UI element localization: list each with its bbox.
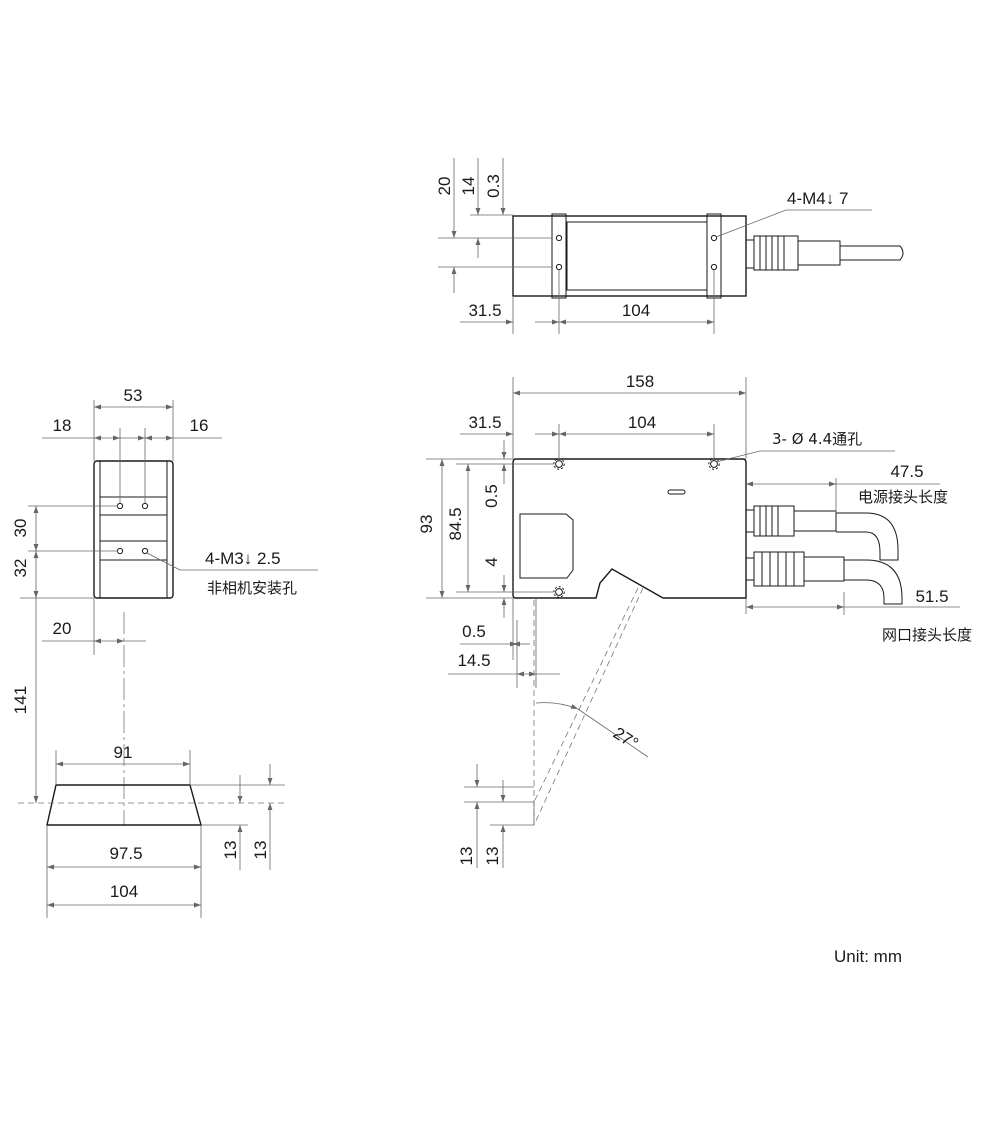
- dim-0-3: 0.3: [484, 174, 503, 198]
- top-view-inner-panel: [566, 221, 708, 291]
- dim-31-5: 31.5: [468, 301, 501, 320]
- dim-0-5: 0.5: [482, 484, 501, 508]
- dim-32: 32: [11, 559, 30, 578]
- mount-hole: [710, 263, 718, 271]
- dim-30: 30: [11, 519, 30, 538]
- dim-93: 93: [417, 515, 436, 534]
- dim-31-5: 31.5: [468, 413, 501, 432]
- dim-13: 13: [483, 847, 502, 866]
- top-view: 20 14 0.3 31.5 104 4-M4↓ 7: [435, 158, 904, 334]
- unit-label: Unit: mm: [834, 947, 902, 966]
- bottom-view: 91 97.5 104 13 13: [18, 743, 285, 918]
- dim-18: 18: [53, 416, 72, 435]
- mount-hole: [141, 547, 149, 555]
- power-connector-length-label: 电源接头长度: [858, 488, 948, 506]
- network-connector-length-label: 网口接头长度: [882, 626, 972, 644]
- top-view-connector: [745, 235, 904, 271]
- dim-0-5: 0.5: [462, 622, 486, 641]
- dim-20: 20: [435, 177, 454, 196]
- dim-14-5: 14.5: [457, 651, 490, 670]
- dim-53: 53: [124, 386, 143, 405]
- callout-m3: 4-M3↓ 2.5: [205, 549, 281, 568]
- dim-16: 16: [190, 416, 209, 435]
- dim-158: 158: [626, 372, 654, 391]
- mount-hole: [116, 547, 124, 555]
- dim-20: 20: [53, 619, 72, 638]
- indicator-led: [667, 489, 686, 495]
- dim-47-5: 47.5: [890, 462, 923, 481]
- mount-hole: [141, 502, 149, 510]
- dim-51-5: 51.5: [915, 587, 948, 606]
- dim-141: 141: [11, 686, 30, 714]
- callout-m4: 4-M4↓ 7: [787, 189, 848, 208]
- mount-hole: [555, 263, 563, 271]
- dim-angle-27: 27°: [610, 723, 642, 753]
- dim-13: 13: [221, 841, 240, 860]
- mount-hole: [710, 234, 718, 242]
- through-hole: [555, 460, 563, 468]
- network-connector: [745, 551, 903, 605]
- dim-104: 104: [628, 413, 656, 432]
- end-view-body: [93, 460, 174, 599]
- left-view: 53 18 16 30 32 20 141 4-M3↓ 2.5 非相机安装孔: [11, 386, 318, 826]
- through-hole: [555, 588, 563, 596]
- dim-104: 104: [622, 301, 650, 320]
- sensor-body: [512, 458, 747, 599]
- through-hole: [710, 460, 718, 468]
- camera-window: [519, 513, 574, 579]
- dim-104: 104: [110, 882, 138, 901]
- dim-14: 14: [459, 177, 478, 196]
- dim-84-5: 84.5: [446, 507, 465, 540]
- dim-97-5: 97.5: [109, 844, 142, 863]
- dim-4: 4: [482, 557, 501, 566]
- main-view: 158 31.5 104 3- Ø 4.4通孔 93 84.5 0.5 4: [417, 372, 972, 868]
- dim-91: 91: [114, 743, 133, 762]
- callout-camera-mount: 非相机安装孔: [207, 579, 297, 597]
- callout-through-holes: 3- Ø 4.4通孔: [772, 430, 862, 448]
- power-connector: [745, 505, 899, 561]
- top-view-body: [512, 215, 747, 297]
- mount-hole: [116, 502, 124, 510]
- mount-hole: [555, 234, 563, 242]
- dim-13: 13: [251, 841, 270, 860]
- dim-13: 13: [457, 847, 476, 866]
